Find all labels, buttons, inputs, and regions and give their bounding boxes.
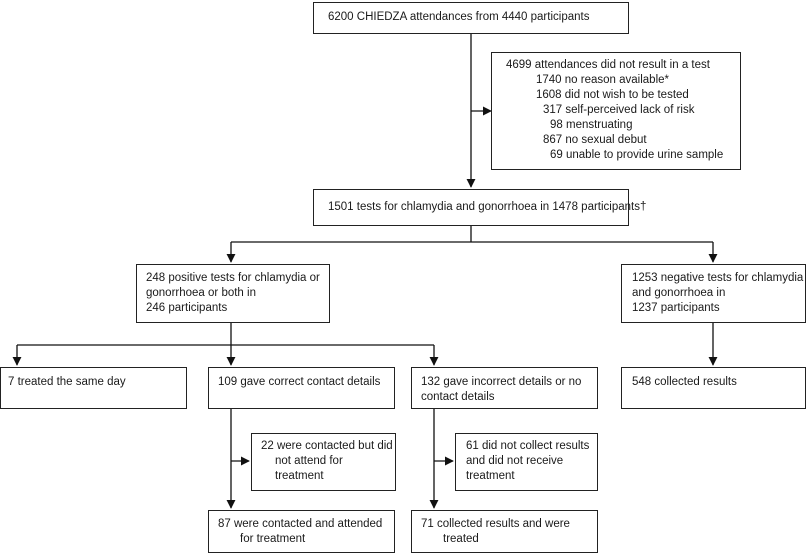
positive-text: gonorrhoea or both in xyxy=(146,287,256,299)
collected-results-box: 548 collected results xyxy=(621,367,806,409)
correct-contact-text: 109 gave correct contact details xyxy=(218,376,381,388)
no-test-reason: 69 unable to provide urine sample xyxy=(550,149,724,161)
not-collect-text: and did not receive xyxy=(466,455,564,467)
no-test-reason: 867 no sexual debut xyxy=(543,134,647,146)
positive-box: 248 positive tests for chlamydia or gono… xyxy=(136,264,330,323)
no-test-reason: 317 self-perceived lack of risk xyxy=(543,104,695,116)
not-collect-box: 61 did not collect results and did not r… xyxy=(455,433,598,491)
no-test-box: 4699 attendances did not result in a tes… xyxy=(491,52,741,170)
treated-same-day-box: 7 treated the same day xyxy=(0,367,187,409)
attendances-box: 6200 CHIEDZA attendances from 4440 parti… xyxy=(313,2,629,34)
no-test-reason: 1608 did not wish to be tested xyxy=(536,89,689,101)
negative-text: 1237 participants xyxy=(632,302,720,314)
positive-text: 248 positive tests for chlamydia or xyxy=(146,272,320,284)
contacted-attended-text: for treatment xyxy=(240,533,306,545)
incorrect-contact-text: contact details xyxy=(421,391,495,403)
tests-text: 1501 tests for chlamydia and gonorrhoea … xyxy=(328,201,647,213)
negative-text: and gonorrhoea in xyxy=(632,287,726,299)
incorrect-contact-box: 132 gave incorrect details or no contact… xyxy=(411,367,598,409)
negative-box: 1253 negative tests for chlamydia and go… xyxy=(621,264,806,323)
no-test-reason: 1740 no reason available* xyxy=(536,74,669,86)
negative-text: 1253 negative tests for chlamydia xyxy=(632,272,804,284)
contacted-not-attend-box: 22 were contacted but did not attend for… xyxy=(251,433,396,491)
collected-treated-text: 71 collected results and were xyxy=(421,518,570,530)
contacted-not-attend-text: treatment xyxy=(275,470,324,482)
attendances-text: 6200 CHIEDZA attendances from 4440 parti… xyxy=(328,11,590,23)
positive-text: 246 participants xyxy=(146,302,228,314)
contacted-attended-box: 87 were contacted and attended for treat… xyxy=(208,510,395,553)
contacted-attended-text: 87 were contacted and attended xyxy=(218,518,383,530)
no-test-reason: 98 menstruating xyxy=(550,119,633,131)
incorrect-contact-text: 132 gave incorrect details or no xyxy=(421,376,582,388)
contacted-not-attend-text: 22 were contacted but did xyxy=(261,440,393,452)
collected-results-text: 548 collected results xyxy=(632,376,737,388)
correct-contact-box: 109 gave correct contact details xyxy=(208,367,395,409)
not-collect-text: treatment xyxy=(466,470,515,482)
contacted-not-attend-text: not attend for xyxy=(275,455,343,467)
not-collect-text: 61 did not collect results xyxy=(466,440,590,452)
treated-same-day-text: 7 treated the same day xyxy=(8,376,126,388)
collected-treated-text: treated xyxy=(443,533,479,545)
tests-box: 1501 tests for chlamydia and gonorrhoea … xyxy=(313,189,647,226)
collected-treated-box: 71 collected results and were treated xyxy=(411,510,598,553)
no-test-heading: 4699 attendances did not result in a tes… xyxy=(506,59,710,71)
